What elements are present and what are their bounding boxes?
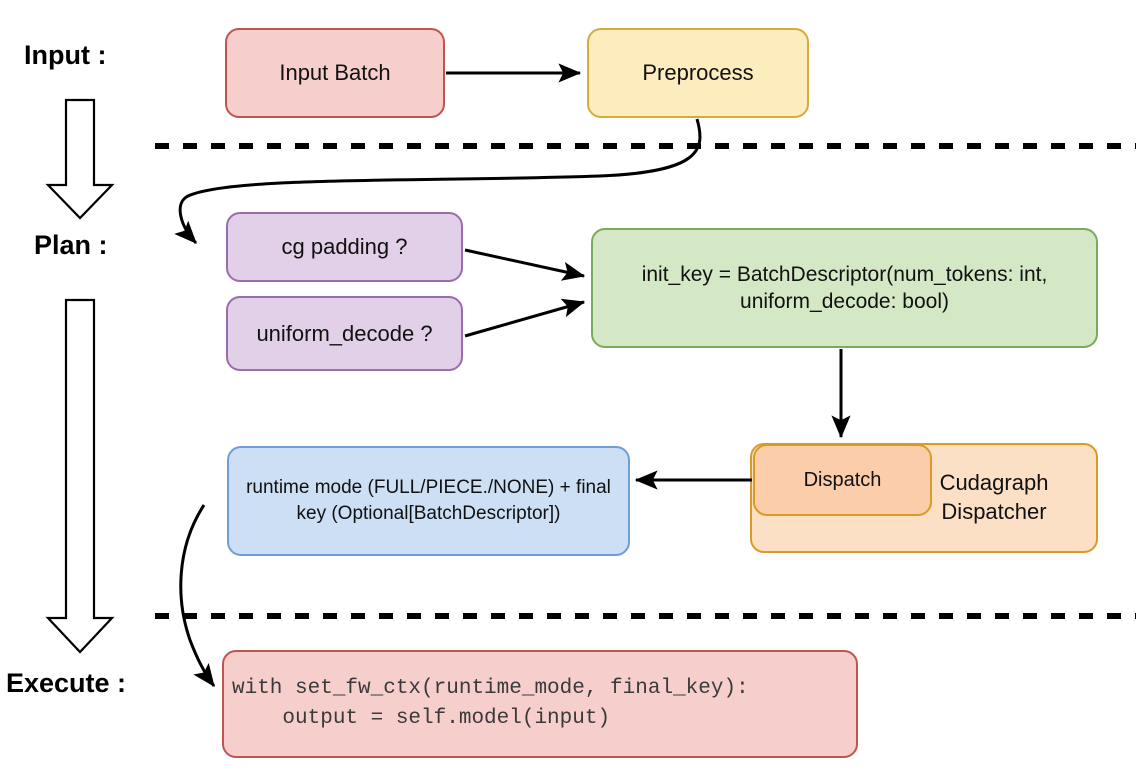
node-init-key[interactable]: init_key = BatchDescriptor(num_tokens: i… — [591, 228, 1098, 348]
node-cudagraph-dispatcher-label: Cudagraph Dispatcher — [939, 470, 1049, 524]
plan-to-execute-block-arrow — [45, 298, 115, 654]
stage-label-input: Input : — [24, 40, 107, 70]
connector-uniform-decode-to-init-key — [464, 298, 586, 338]
node-input-batch[interactable]: Input Batch — [225, 28, 445, 118]
node-uniform-decode[interactable]: uniform_decode ? — [226, 296, 463, 371]
node-cg-padding[interactable]: cg padding ? — [226, 212, 463, 282]
node-preprocess[interactable]: Preprocess — [587, 28, 809, 118]
connector-runtime-mode-to-execute — [179, 504, 216, 687]
node-dispatch[interactable]: Dispatch — [753, 444, 932, 516]
execute-code-text: with set_fw_ctx(runtime_mode, final_key)… — [232, 676, 749, 730]
node-runtime-mode[interactable]: runtime mode (FULL/PIECE./NONE) + final … — [227, 446, 630, 556]
input-to-plan-block-arrow — [45, 98, 115, 220]
node-execute-code[interactable]: with set_fw_ctx(runtime_mode, final_key)… — [222, 650, 858, 758]
connector-cg-padding-to-init-key — [464, 248, 586, 281]
stage-label-plan: Plan : — [34, 230, 108, 260]
stage-label-execute: Execute : — [6, 668, 127, 698]
